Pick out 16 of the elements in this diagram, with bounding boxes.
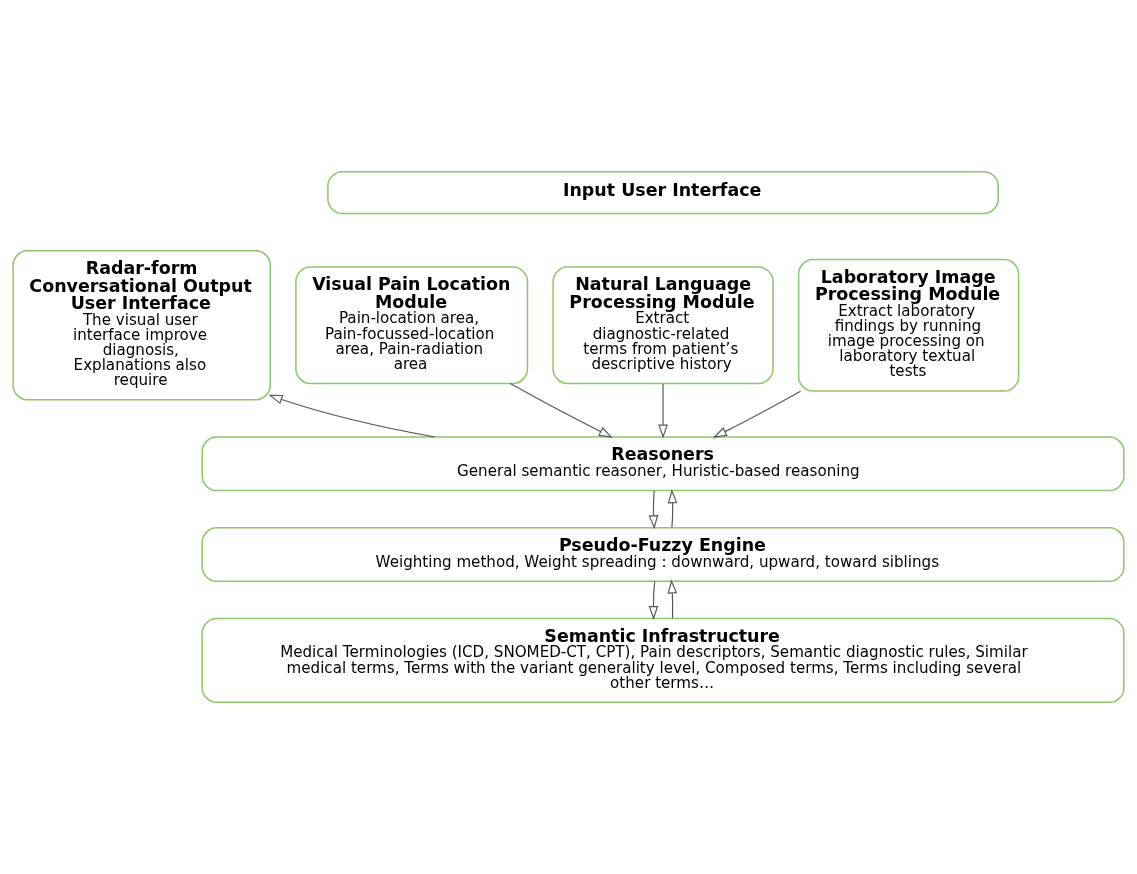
arrow <box>667 489 678 529</box>
node-box: Laboratory Image Processing Module Extract laboratory findings by running image processing on laboratory textual tests <box>797 258 1020 392</box>
node-box: Visual Pain Location Module Pain-location area, Pain-focussed-location area, Pain-radiation area <box>295 266 529 385</box>
node-box: Semantic Infrastructure Medical Terminologies (ICD, SNOMED-CT, CPT), Pain descriptors, Semantic diagnostic rules, Similar medical terms, Terms with the variant generality level, Composed terms, Terms including several other terms… <box>201 617 1125 704</box>
node-box: Natural Language Processing Module Extract diagnostic-related terms from patient’s descriptive history <box>552 266 774 385</box>
arrow <box>648 580 659 620</box>
node-box: Input User Interface <box>327 170 999 215</box>
arrow <box>667 579 678 619</box>
node-box: Pseudo-Fuzzy Engine Weighting method, Weight spreading : downward, upward, toward siblings <box>201 527 1125 583</box>
node-box: Radar-form Conversational Output User Interface The visual user interface improve diagnosis, Explanations also require <box>12 250 272 401</box>
node-box: Reasoners General semantic reasoner, Huristic-based reasoning <box>201 436 1125 492</box>
arrow <box>509 383 613 438</box>
arrow <box>648 490 659 530</box>
arrow <box>713 390 802 438</box>
arrow <box>658 383 668 439</box>
arrow <box>268 394 436 438</box>
